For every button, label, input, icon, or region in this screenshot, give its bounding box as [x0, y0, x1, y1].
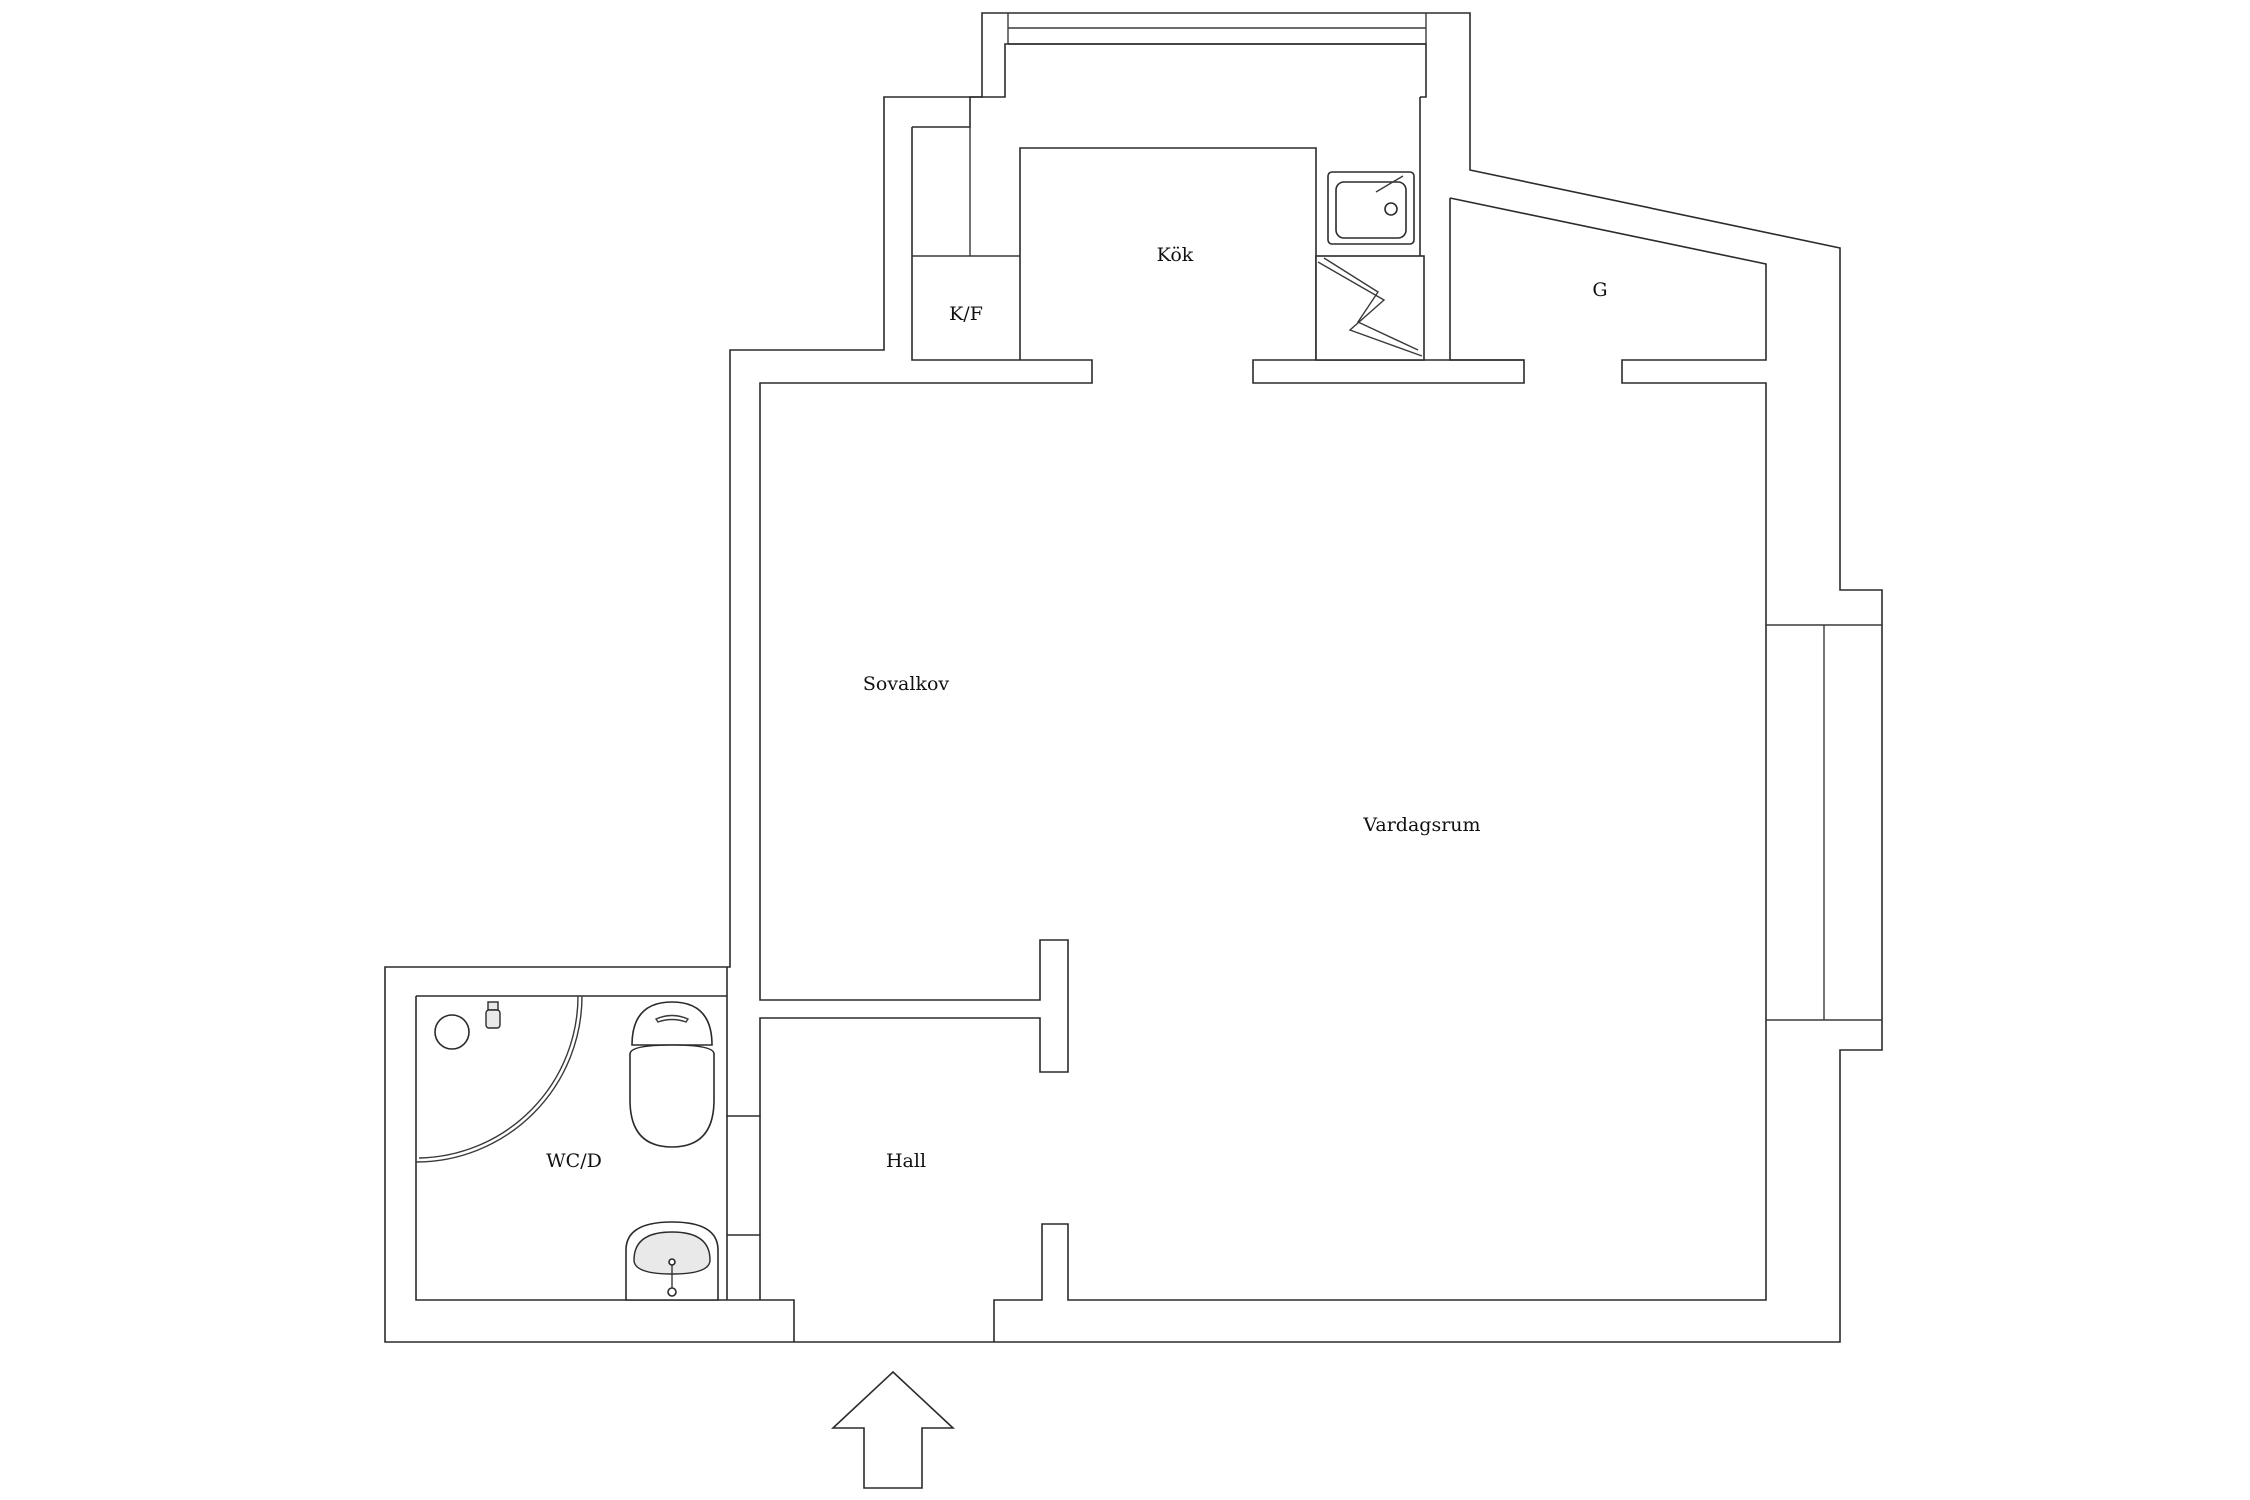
room-label-vardagsrum: Vardagsrum [1362, 814, 1480, 836]
stove-icon [1315, 255, 1425, 361]
entrance-arrow-icon [830, 1370, 956, 1489]
room-label-hall: Hall [886, 1150, 926, 1172]
shower-icon [415, 995, 583, 1163]
bathroom-wall [415, 995, 795, 1342]
room-label-g: G [1592, 279, 1607, 301]
room-label-wcd: WC/D [546, 1150, 602, 1172]
kitchen-counter [1019, 147, 1317, 360]
storage-room-wall [993, 197, 1767, 1342]
room-label-sovalkov: Sovalkov [863, 673, 950, 695]
wash-basin-icon [625, 1221, 719, 1301]
outer-wall [384, 12, 1883, 1343]
room-label-kf: K/F [949, 303, 983, 325]
kitchen-inner-wall [912, 43, 1427, 128]
toilet-icon [629, 1001, 715, 1148]
kitchen-sink-icon [1327, 171, 1415, 245]
room-label-kok: Kök [1157, 244, 1194, 266]
